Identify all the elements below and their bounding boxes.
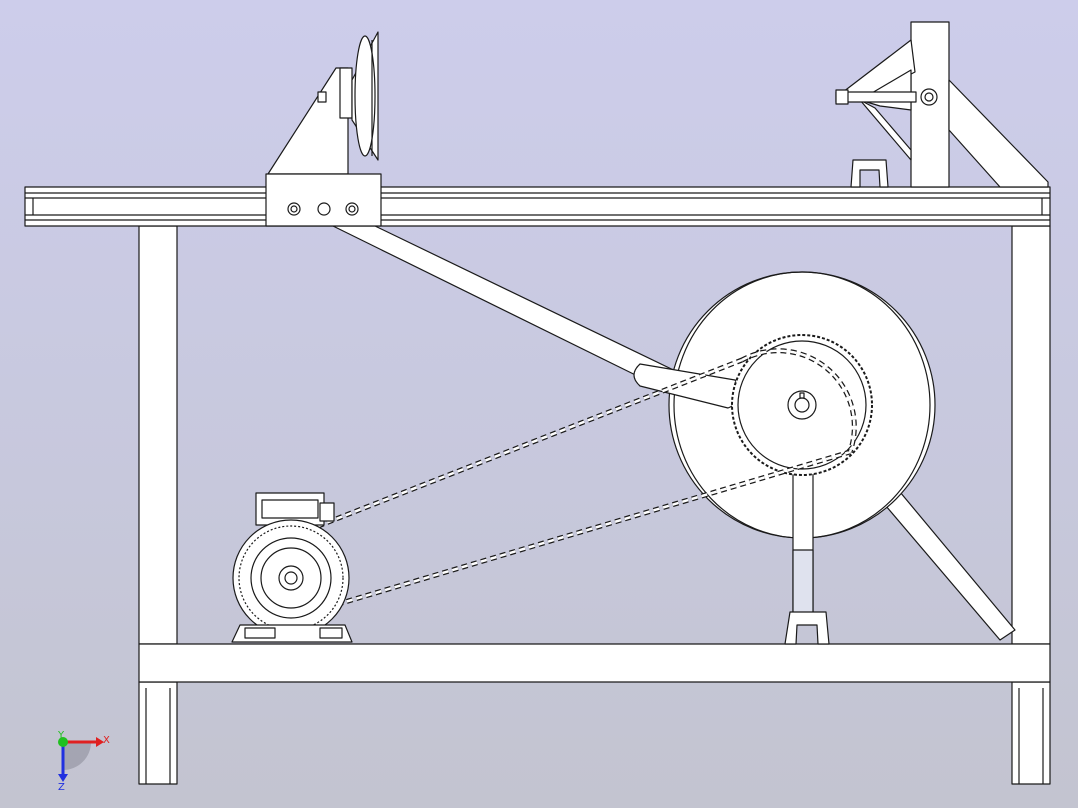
left-pulley-bracket — [265, 31, 382, 227]
y-axis-label: Y — [57, 730, 65, 741]
orientation-triad: X Y Z — [57, 730, 110, 793]
support-column — [784, 461, 830, 645]
large-sprocket — [731, 334, 873, 476]
z-axis-label: Z — [58, 782, 65, 793]
electric-motor — [231, 492, 353, 643]
top-rail — [24, 186, 1051, 227]
right-tensioner-bracket — [835, 21, 1049, 188]
left-leg — [138, 225, 178, 785]
z-axis-arrow — [58, 774, 68, 782]
x-axis-arrow — [96, 737, 104, 747]
x-axis-label: X — [103, 735, 110, 746]
bottom-crossbar — [138, 643, 1051, 683]
y-axis-dot — [58, 737, 68, 747]
right-leg — [1011, 225, 1051, 785]
